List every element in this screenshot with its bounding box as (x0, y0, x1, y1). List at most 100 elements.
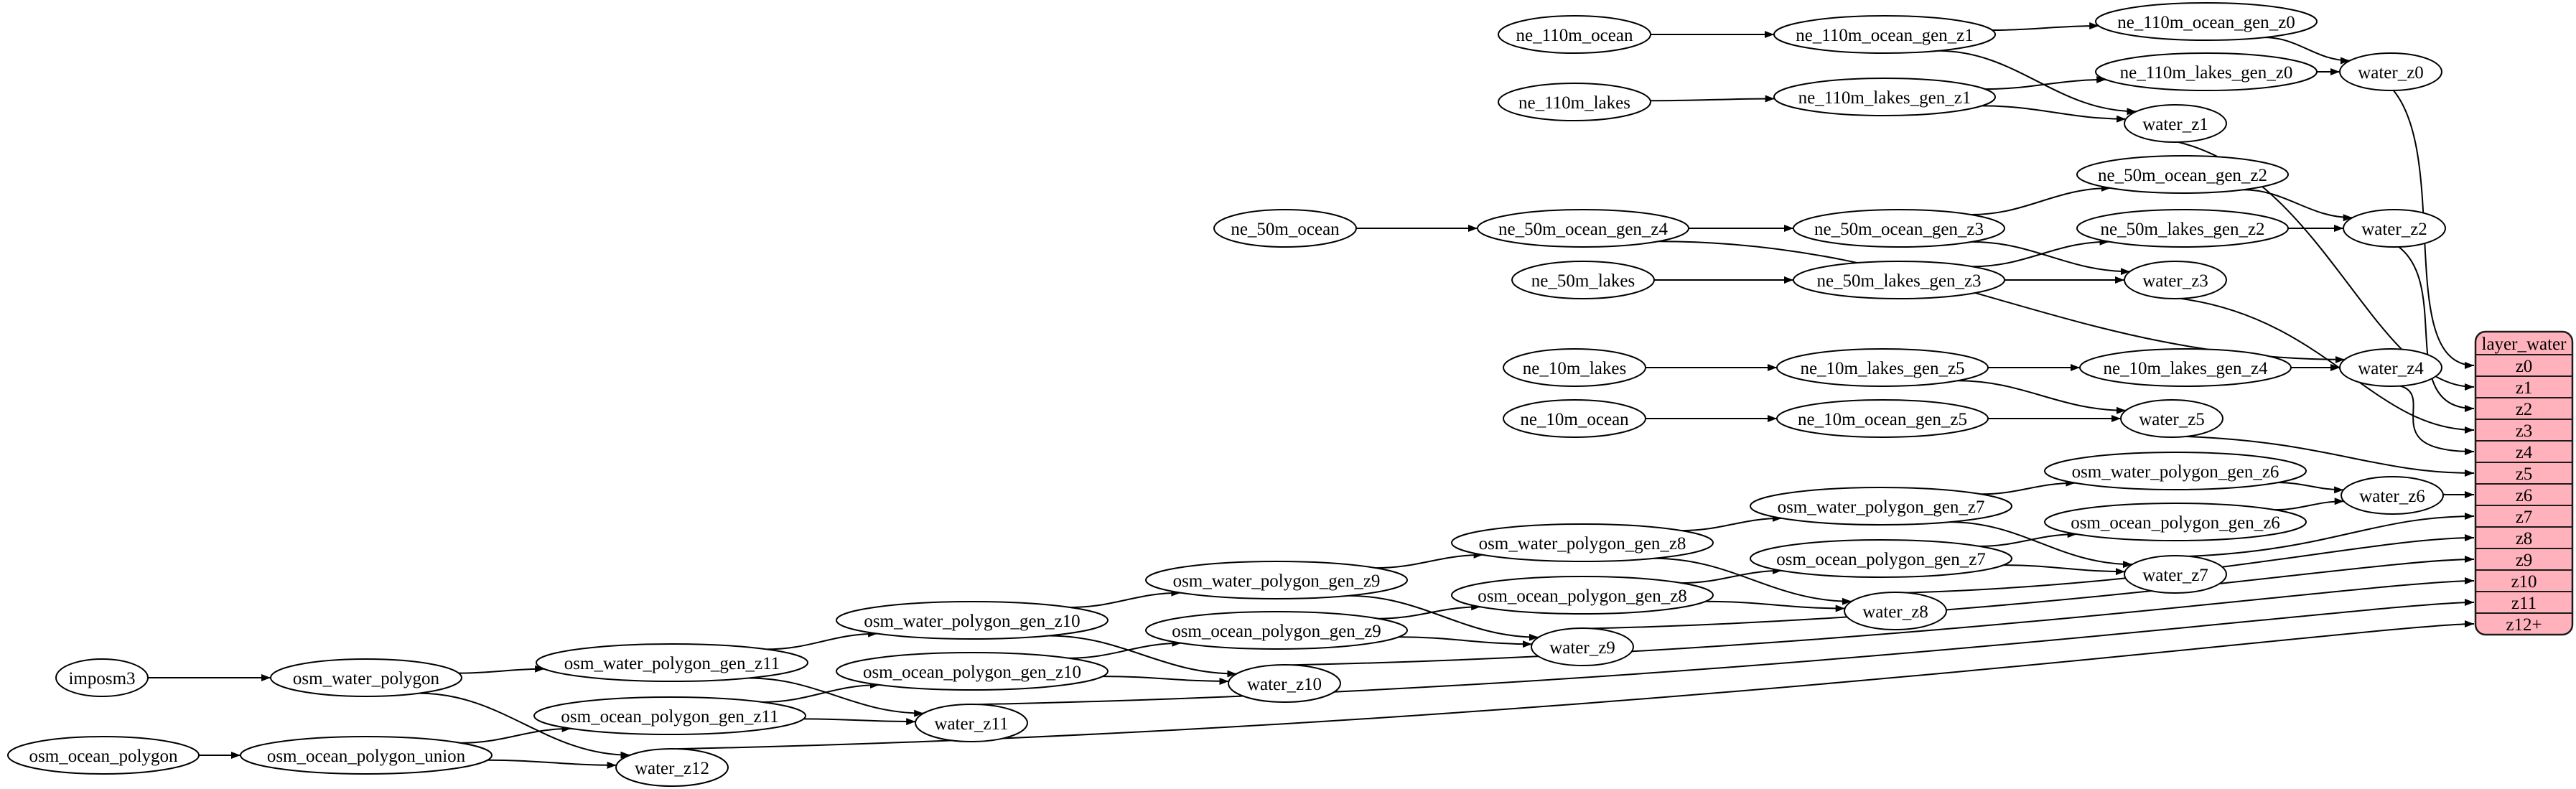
node-ellipse (2343, 209, 2446, 248)
edge-ne_10m_lakes_gen_z5-to-water_z5 (1957, 380, 2127, 414)
edge-osm_ocean_polygon_union-to-water_z12 (487, 759, 617, 769)
node-osm_water_polygon_gen_z7: osm_water_polygon_gen_z7 (1750, 487, 2012, 526)
node-label: osm_ocean_polygon_gen_z6 (2071, 513, 2280, 533)
node-ellipse (2095, 2, 2318, 41)
node-ellipse (240, 736, 493, 775)
node-osm_water_polygon: osm_water_polygon (270, 658, 462, 697)
node-label: osm_ocean_polygon_gen_z10 (863, 663, 1081, 682)
node-osm_water_polygon_gen_z11: osm_water_polygon_gen_z11 (536, 643, 808, 682)
edge-osm_ocean_polygon_gen_z8-to-water_z8 (1705, 600, 1845, 612)
node-ellipse (2079, 348, 2292, 387)
edge-osm_water_polygon-to-osm_water_polygon_gen_z11 (458, 665, 545, 674)
edge-osm_ocean_polygon_gen_z9-to-osm_ocean_polygon_gen_z8 (1378, 603, 1481, 620)
table-row-z5: z5 (2516, 464, 2533, 484)
edge-water_z2-to-z2 (2398, 246, 2475, 412)
edge-osm_water_polygon_gen_z9-to-water_z9 (1348, 594, 1539, 641)
node-label: ne_10m_lakes (1523, 359, 1626, 378)
nodes-layer: ne_110m_ocean ne_110m_ocean_gen_z1 ne_110m… (7, 2, 2446, 787)
node-ellipse (2339, 52, 2442, 91)
node-ne_50m_ocean_gen_z3: ne_50m_ocean_gen_z3 (1793, 209, 2005, 248)
node-label: ne_50m_ocean_gen_z3 (1814, 220, 1984, 239)
node-ne_10m_ocean: ne_10m_ocean (1503, 399, 1646, 438)
node-ellipse (615, 748, 729, 787)
table-row-z7: z7 (2516, 508, 2533, 527)
node-label: osm_ocean_polygon_union (267, 747, 466, 766)
edge-osm_ocean_polygon_gen_z11-to-water_z11 (803, 718, 916, 726)
edge-ne_110m_ocean_gen_z0-to-water_z0 (2264, 37, 2351, 65)
node-ellipse (1844, 592, 1947, 630)
edges-layer (148, 22, 2475, 769)
node-ne_50m_ocean: ne_50m_ocean (1213, 209, 1357, 248)
edge-water_z4-to-z4 (2399, 385, 2475, 455)
node-label: osm_water_polygon_gen_z6 (2072, 462, 2279, 482)
node-label: osm_ocean_polygon_gen_z8 (1478, 587, 1687, 606)
node-ellipse (2095, 52, 2318, 91)
node-ellipse (1750, 487, 2012, 526)
layer-water-table: layer_waterz0z1z2z3z4z5z6z7z8z9z10z11z12… (2474, 330, 2574, 636)
node-osm_water_polygon_gen_z10: osm_water_polygon_gen_z10 (836, 601, 1109, 640)
node-ellipse (1451, 523, 1714, 562)
node-osm_ocean_polygon_gen_z6: osm_ocean_polygon_gen_z6 (2044, 503, 2307, 541)
node-ne_110m_lakes: ne_110m_lakes (1498, 83, 1651, 121)
edge-osm_ocean_polygon_gen_z11-to-osm_ocean_polygon_gen_z10 (762, 681, 880, 703)
node-water_z9: water_z9 (1531, 627, 1634, 666)
node-ne_110m_ocean_gen_z1: ne_110m_ocean_gen_z1 (1773, 15, 1996, 54)
node-ellipse (1793, 209, 2005, 248)
node-ellipse (2339, 348, 2442, 387)
node-ellipse (1228, 664, 1341, 703)
node-osm_water_polygon_gen_z6: osm_water_polygon_gen_z6 (2044, 452, 2307, 490)
edge-osm_water_polygon_gen_z10-to-osm_water_polygon_gen_z9 (1070, 589, 1181, 608)
node-ellipse (1776, 399, 1989, 438)
node-label: osm_ocean_polygon_gen_z11 (561, 707, 778, 727)
table-row-z2: z2 (2516, 400, 2533, 419)
node-label: ne_110m_ocean_gen_z1 (1796, 26, 1974, 45)
node-osm_ocean_polygon_gen_z11: osm_ocean_polygon_gen_z11 (533, 696, 806, 735)
edge-water_z0-to-z0 (2393, 90, 2475, 369)
node-ellipse (1477, 209, 1689, 248)
table-row-z0: z0 (2516, 357, 2533, 376)
node-label: water_z8 (1862, 602, 1928, 622)
node-ne_10m_lakes_gen_z4: ne_10m_lakes_gen_z4 (2079, 348, 2292, 387)
node-osm_water_polygon_gen_z8: osm_water_polygon_gen_z8 (1451, 523, 1714, 562)
node-ne_110m_lakes_gen_z1: ne_110m_lakes_gen_z1 (1773, 78, 1996, 116)
node-water_z7: water_z7 (2124, 555, 2227, 594)
node-ellipse (1773, 15, 1996, 54)
node-water_z2: water_z2 (2343, 209, 2446, 248)
node-label: ne_50m_lakes_gen_z3 (1816, 271, 1981, 291)
node-ellipse (2076, 209, 2289, 248)
node-ellipse (2120, 399, 2223, 438)
edge-osm_water_polygon_gen_z8-to-osm_water_polygon_gen_z7 (1681, 514, 1782, 532)
node-ellipse (2076, 155, 2289, 194)
edge-osm_ocean_polygon_gen_z10-to-osm_ocean_polygon_gen_z9 (1069, 639, 1182, 659)
edge-osm_ocean_polygon_gen_z7-to-osm_ocean_polygon_gen_z6 (1979, 531, 2077, 547)
node-label: ne_110m_ocean (1516, 26, 1633, 45)
node-label: ne_110m_lakes_gen_z0 (2120, 63, 2293, 83)
node-water_z4: water_z4 (2339, 348, 2442, 387)
edge-ne_50m_ocean_gen_z3-to-ne_50m_ocean_gen_z2 (1971, 185, 2111, 215)
edge-osm_water_polygon_gen_z8-to-water_z8 (1653, 557, 1852, 605)
node-label: osm_ocean_polygon_gen_z9 (1172, 622, 1381, 641)
node-label: water_z2 (2361, 220, 2427, 239)
node-ellipse (2124, 104, 2227, 143)
node-water_z5: water_z5 (2120, 399, 2223, 438)
edge-osm_ocean_polygon_gen_z7-to-water_z7 (2003, 564, 2125, 576)
node-water_z11: water_z11 (915, 704, 1028, 742)
node-label: osm_water_polygon_gen_z7 (1778, 498, 1985, 517)
node-label: imposm3 (68, 669, 135, 688)
table-row-z3: z3 (2516, 421, 2533, 441)
edge-osm_water_polygon-to-water_z12 (419, 692, 630, 759)
node-ellipse (1451, 576, 1714, 615)
node-ne_50m_ocean_gen_z4: ne_50m_ocean_gen_z4 (1477, 209, 1689, 248)
node-osm_ocean_polygon_gen_z10: osm_ocean_polygon_gen_z10 (836, 652, 1109, 691)
node-ellipse (1750, 539, 2012, 578)
edge-water_z5-to-z5 (2185, 436, 2475, 477)
node-label: ne_10m_lakes_gen_z5 (1800, 359, 1964, 378)
node-ne_50m_lakes_gen_z3: ne_50m_lakes_gen_z3 (1793, 261, 2005, 299)
node-label: water_z0 (2358, 63, 2424, 83)
edge-osm_water_polygon_gen_z11-to-water_z11 (748, 677, 924, 717)
table-row-z10: z10 (2511, 572, 2537, 592)
node-ellipse (2044, 452, 2307, 490)
node-ellipse (536, 643, 808, 682)
node-ellipse (1793, 261, 2005, 299)
node-ne_50m_ocean_gen_z2: ne_50m_ocean_gen_z2 (2076, 155, 2289, 194)
